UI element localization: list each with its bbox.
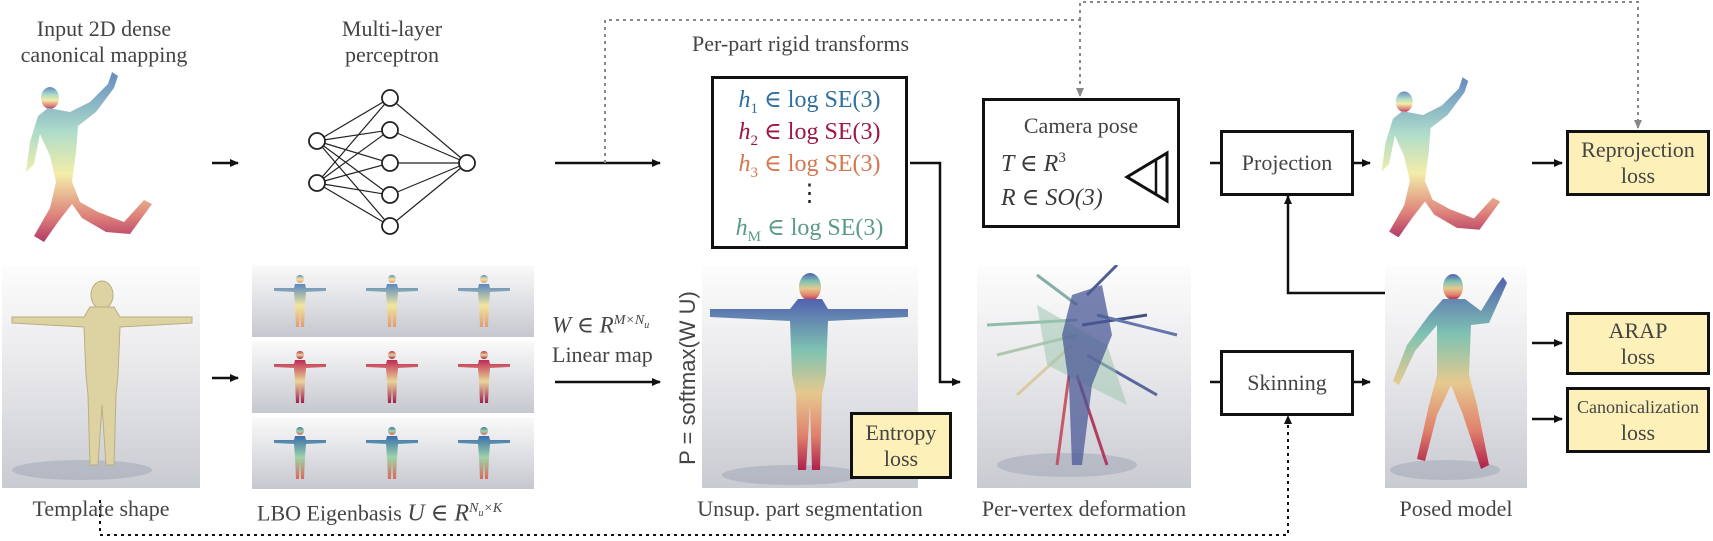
- mlp-input-node: [308, 132, 326, 150]
- camera-translation: T ∈ R3: [1001, 149, 1066, 178]
- segmentation-body-figure: [710, 273, 908, 485]
- lbo-eigenbasis-label: LBO Eigenbasis U ∈ RNu×K: [257, 496, 502, 527]
- rigid-transforms-title: Per-part rigid transforms: [692, 31, 910, 56]
- arrow-transforms-to-deformation: [910, 161, 961, 386]
- softmax-label: P = softmax(W U): [675, 291, 700, 465]
- dotted-mlp-to-camera: [604, 19, 1084, 163]
- mlp-network-diagram: [308, 89, 476, 235]
- reprojection-loss-line2: loss: [1620, 163, 1656, 188]
- template-shape-render: [2, 265, 200, 488]
- mlp-title-line1: Multi-layer: [341, 16, 443, 41]
- posed-body-figure: [1390, 274, 1507, 480]
- camera-frustum-icon: [1124, 150, 1169, 204]
- skinning-block: Skinning: [1220, 350, 1354, 416]
- canonicalization-loss-line2: loss: [1620, 420, 1656, 445]
- transform-hM-sub: M: [747, 228, 761, 245]
- mlp-hidden-node: [381, 186, 399, 204]
- per-part-transforms-box: h1 ∈ log SE(3) h2 ∈ log SE(3) h3 ∈ log S…: [711, 76, 908, 249]
- lbo-eigenbasis-sup2: ×K: [483, 501, 503, 516]
- transform-h2-var: h: [738, 119, 751, 145]
- arrow-posed-to-projection: [1284, 195, 1385, 295]
- camera-translation-sup: 3: [1058, 150, 1066, 166]
- transform-hM: hM ∈ log SE(3): [714, 213, 905, 252]
- transform-h3: h3 ∈ log SE(3): [714, 149, 905, 188]
- transform-h2-sub: 2: [750, 132, 759, 149]
- transform-h3-var: h: [738, 151, 751, 177]
- mlp-title-line2: perceptron: [344, 42, 440, 67]
- transform-h1: h1 ∈ log SE(3): [714, 85, 905, 124]
- lbo-eigenbasis-text: LBO Eigenbasis: [257, 500, 402, 526]
- transform-ellipsis: ⋮: [797, 181, 822, 207]
- transform-h2: h2 ∈ log SE(3): [714, 117, 905, 156]
- part-segmentation-label: Unsup. part segmentation: [697, 496, 923, 521]
- arap-loss-line2: loss: [1620, 343, 1656, 369]
- canonicalization-loss-line1: Canonicalization: [1577, 397, 1699, 417]
- mlp-hidden-node: [381, 154, 399, 172]
- linear-map-label: Linear map: [552, 342, 653, 367]
- reprojected-mapping-image: [1381, 77, 1501, 238]
- template-body-figure: [11, 280, 193, 480]
- dotted-input-to-reprojection-loss: [1079, 1, 1642, 129]
- reprojection-loss-line1: Reprojection: [1581, 137, 1695, 162]
- transform-h3-rest: ∈ log SE(3): [758, 151, 881, 177]
- mlp-hidden-node: [381, 89, 399, 107]
- arap-loss-line1: ARAP: [1608, 317, 1668, 343]
- mlp-output-node: [458, 154, 476, 172]
- projection-block: Projection: [1220, 130, 1354, 196]
- mlp-title: Multi-layer perceptron: [342, 16, 442, 68]
- mlp-hidden-node: [381, 217, 399, 235]
- deformation-figure: [986, 265, 1178, 477]
- camera-rotation: R ∈ SO(3): [1001, 185, 1103, 211]
- transform-h1-var: h: [738, 87, 751, 113]
- canonicalization-loss-box: Canonicalization loss: [1566, 387, 1710, 453]
- mlp-input-node: [308, 174, 326, 192]
- mlp-hidden-node: [381, 121, 399, 139]
- input-mapping-title-line1: Input 2D dense: [36, 16, 172, 41]
- linear-map-sub: u: [644, 319, 650, 331]
- per-vertex-deformation-label: Per-vertex deformation: [981, 496, 1187, 521]
- posed-model-render: [1385, 265, 1527, 488]
- lbo-eigenbasis-grid: [252, 265, 534, 489]
- camera-pose-box: Camera pose T ∈ R3 R ∈ SO(3): [982, 98, 1180, 228]
- arap-loss-box: ARAP loss: [1566, 312, 1710, 375]
- linear-map-math-text: W ∈ R: [552, 312, 614, 338]
- transform-h3-sub: 3: [750, 164, 759, 181]
- transform-hM-var: h: [735, 215, 748, 241]
- linear-map-sup: M×N: [613, 313, 645, 328]
- camera-pose-title: Camera pose: [1023, 113, 1139, 138]
- input-mapping-title-line2: canonical mapping: [20, 42, 188, 67]
- camera-translation-text: T ∈ R: [1001, 151, 1059, 177]
- template-shape-label: Template shape: [32, 496, 170, 521]
- lbo-eigenbasis-sup: N: [469, 501, 479, 516]
- per-vertex-deformation-render: [977, 265, 1191, 488]
- reprojection-loss-box: Reprojection loss: [1566, 130, 1710, 196]
- lbo-eigenbasis-figures: [252, 265, 534, 489]
- entropy-loss-line2: loss: [883, 445, 919, 471]
- transform-h1-sub: 1: [750, 100, 759, 117]
- entropy-loss-line1: Entropy: [865, 419, 937, 445]
- transform-h1-rest: ∈ log SE(3): [758, 87, 881, 113]
- lbo-eigenbasis-sub: u: [478, 507, 484, 519]
- lbo-eigenbasis-math: U ∈ R: [407, 500, 470, 527]
- posed-model-label: Posed model: [1399, 496, 1513, 521]
- input-dense-mapping-image: [26, 72, 152, 242]
- dotted-template-to-skinning: [99, 415, 1292, 536]
- input-mapping-title: Input 2D dense canonical mapping: [21, 16, 188, 68]
- transform-hM-rest: ∈ log SE(3): [760, 215, 884, 241]
- transform-h2-rest: ∈ log SE(3): [758, 119, 881, 145]
- entropy-loss-box: Entropy loss: [850, 412, 952, 479]
- linear-map-math: W ∈ RM×Nu: [552, 308, 649, 339]
